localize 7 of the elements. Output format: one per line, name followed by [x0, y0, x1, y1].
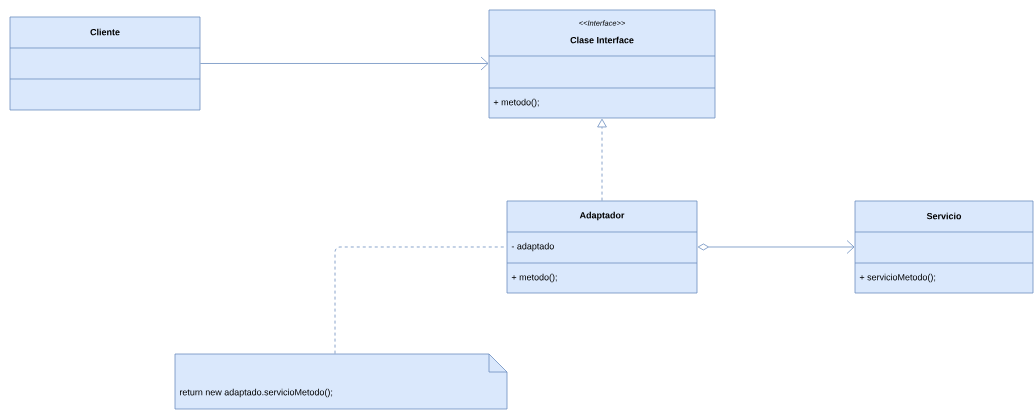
- aggregation-arrow: [697, 240, 855, 254]
- connector-line: [334, 246, 507, 354]
- class-box: Servicio + servicioMetodo();: [854, 200, 1034, 294]
- arrow: [200, 56, 489, 71]
- class-box: Cliente: [9, 16, 201, 111]
- class-box: Adaptador - adaptado + metodo();: [506, 200, 698, 294]
- realization-arrow: [597, 118, 607, 201]
